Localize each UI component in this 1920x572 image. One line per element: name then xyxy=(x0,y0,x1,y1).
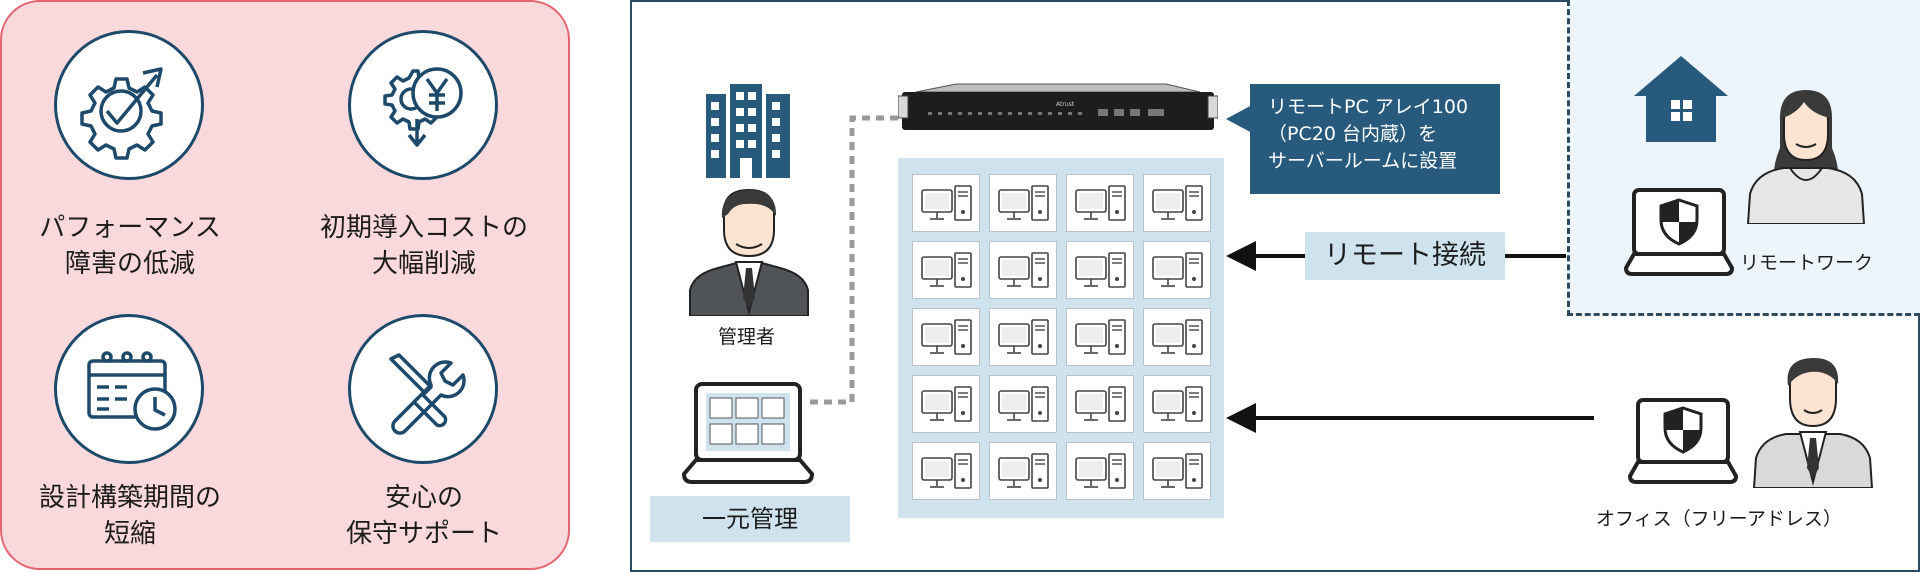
benefit-label-period: 設計構築期間の 短縮 xyxy=(38,483,221,549)
remote-work-zone xyxy=(1567,0,1920,316)
administrator-person-icon xyxy=(689,188,809,316)
desktop-pc-icon xyxy=(1143,375,1211,433)
management-connection-line xyxy=(810,115,902,405)
callout-line-3: サーバールームに設置 xyxy=(1268,150,1458,172)
desktop-pc-icon xyxy=(1066,442,1134,500)
remote-work-label: リモートワーク xyxy=(1740,252,1874,274)
desktop-pc-icon xyxy=(1143,174,1211,232)
building-icon xyxy=(706,84,790,178)
server-callout: リモートPC アレイ100 （PC20 台内蔵）を サーバールームに設置 xyxy=(1250,84,1500,194)
desktop-pc-icon xyxy=(912,375,980,433)
desktop-pc-icon xyxy=(1066,241,1134,299)
desktop-pc-icon xyxy=(989,308,1057,366)
rack-server-icon: Atrust xyxy=(898,83,1218,130)
desktop-pc-icon xyxy=(989,375,1057,433)
callout-line-1: リモートPC アレイ100 xyxy=(1268,96,1469,118)
benefits-panel: パフォーマンス 障害の低減 初期導入コストの 大幅削減 xyxy=(0,0,570,570)
desktop-pc-icon xyxy=(989,241,1057,299)
benefit-circle-period xyxy=(54,314,204,464)
central-management-label: 一元管理 xyxy=(650,496,850,542)
remote-connection-label: リモート接続 xyxy=(1305,232,1505,280)
admin-laptop-icon xyxy=(682,382,814,484)
desktop-pc-icon xyxy=(989,442,1057,500)
desktop-pc-icon xyxy=(912,442,980,500)
server-brand-text: Atrust xyxy=(1056,101,1075,108)
callout-line-2: （PC20 台内蔵）を xyxy=(1268,123,1437,145)
benefit-label-performance: パフォーマンス 障害の低減 xyxy=(39,213,221,279)
desktop-pc-icon xyxy=(1143,308,1211,366)
benefit-circle-cost xyxy=(348,30,498,180)
office-connection-arrow xyxy=(1226,403,1594,433)
benefit-circle-support xyxy=(348,314,498,464)
administrator-label: 管理者 xyxy=(718,326,776,348)
benefit-label-support: 安心の 保守サポート xyxy=(345,483,502,549)
desktop-pc-icon xyxy=(1143,442,1211,500)
house-icon xyxy=(1634,56,1728,142)
calendar-clock-icon xyxy=(87,351,177,431)
benefit-label-cost: 初期導入コストの 大幅削減 xyxy=(319,213,528,279)
office-laptop-icon xyxy=(1628,398,1738,484)
desktop-pc-icon xyxy=(989,174,1057,232)
desktop-pc-icon xyxy=(1143,241,1211,299)
yen-coin-cost-down-icon xyxy=(383,67,463,147)
benefit-circle-performance xyxy=(54,30,204,180)
pc-array-grid xyxy=(898,158,1224,518)
desktop-pc-icon xyxy=(912,241,980,299)
desktop-pc-icon xyxy=(1066,375,1134,433)
callout-pointer xyxy=(1226,104,1254,134)
desktop-pc-icon xyxy=(912,308,980,366)
remote-worker-person-icon xyxy=(1746,90,1866,224)
office-label: オフィス（フリーアドレス） xyxy=(1596,508,1842,530)
desktop-pc-icon xyxy=(1066,308,1134,366)
desktop-pc-icon xyxy=(912,174,980,232)
gear-arrow-icon xyxy=(80,67,163,160)
wrench-screwdriver-icon xyxy=(389,353,466,435)
office-worker-person-icon xyxy=(1752,358,1874,488)
desktop-pc-icon xyxy=(1066,174,1134,232)
remote-laptop-icon xyxy=(1624,188,1734,276)
